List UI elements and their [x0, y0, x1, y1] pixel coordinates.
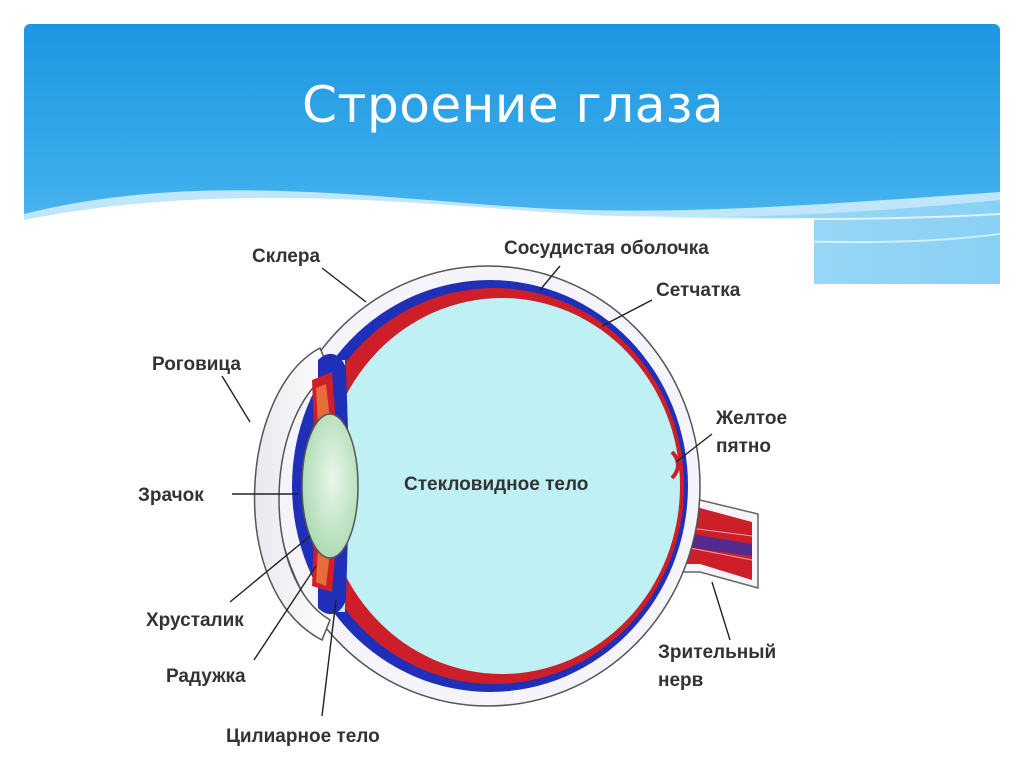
label-iris: Радужка [166, 666, 246, 687]
leader-retina [601, 299, 653, 327]
slide-header [24, 24, 1000, 284]
vitreous-shape [324, 298, 680, 674]
leader-iris [253, 565, 317, 661]
label-pupil: Зрачок [138, 485, 204, 506]
leader-choroid [539, 265, 561, 291]
leader-optic-nerve [711, 581, 731, 641]
leader-sclera [321, 267, 367, 303]
label-vitreous: Стекловидное тело [404, 474, 588, 495]
label-cornea: Роговица [152, 354, 241, 375]
slide-title: Строение глаза [302, 76, 725, 134]
label-optic-nerve-line1: Зрительный [658, 642, 776, 663]
label-optic-nerve-line2: нерв [658, 670, 703, 691]
label-ciliary: Цилиарное тело [226, 726, 380, 747]
label-macula-line1: Желтое [715, 408, 787, 429]
label-lens: Хрусталик [146, 610, 244, 631]
lens-shape [301, 413, 359, 559]
leader-macula [675, 433, 713, 463]
leader-ciliary [321, 599, 337, 717]
leader-cornea [221, 375, 251, 423]
label-choroid: Сосудистая оболочка [504, 238, 709, 259]
leader-lens [229, 535, 311, 603]
leader-lines [221, 265, 731, 717]
label-sclera: Склера [252, 246, 320, 267]
label-retina: Сетчатка [656, 280, 741, 301]
label-macula-line2: пятно [716, 436, 771, 457]
header-background [24, 24, 1000, 284]
